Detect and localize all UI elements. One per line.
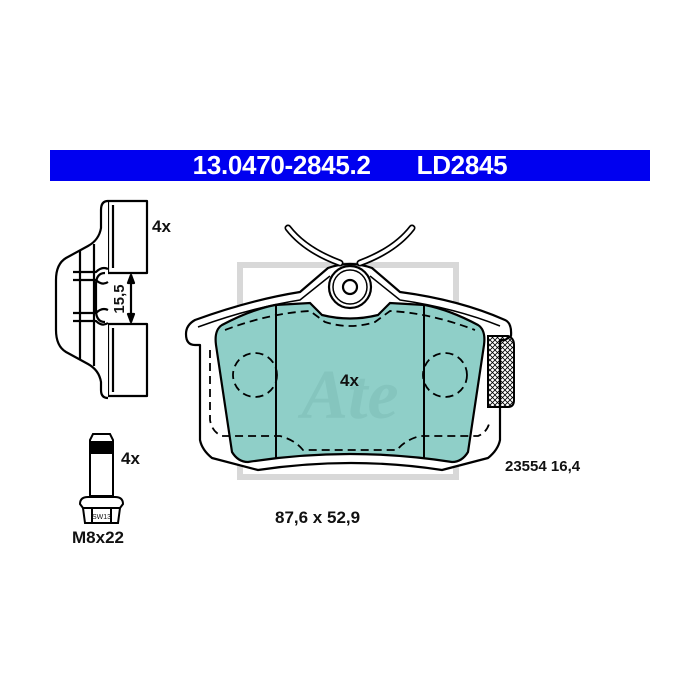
pad-dimensions: 87,6 x 52,9 — [275, 508, 361, 527]
bolt-size: M8x22 — [72, 528, 124, 547]
watermark-logo: Ate — [297, 357, 398, 434]
clip-quantity: 4x — [152, 217, 171, 236]
pad-reference: 23554 16,4 — [505, 458, 581, 475]
clip-dimension: 15,5 — [111, 284, 128, 313]
pad-quantity: 4x — [340, 371, 359, 390]
friction-material — [214, 301, 486, 464]
bolt-quantity: 4x — [121, 449, 140, 468]
bolt-head-label: SW13 — [92, 514, 111, 521]
part-number-banner: 13.0470-2845.2 LD2845 — [50, 150, 650, 181]
ld-number: LD2845 — [416, 150, 508, 180]
part-number: 13.0470-2845.2 — [192, 150, 371, 180]
wear-sensor-tab — [487, 335, 515, 408]
bolt-drawing — [78, 433, 125, 524]
clip-drawing — [54, 199, 149, 400]
